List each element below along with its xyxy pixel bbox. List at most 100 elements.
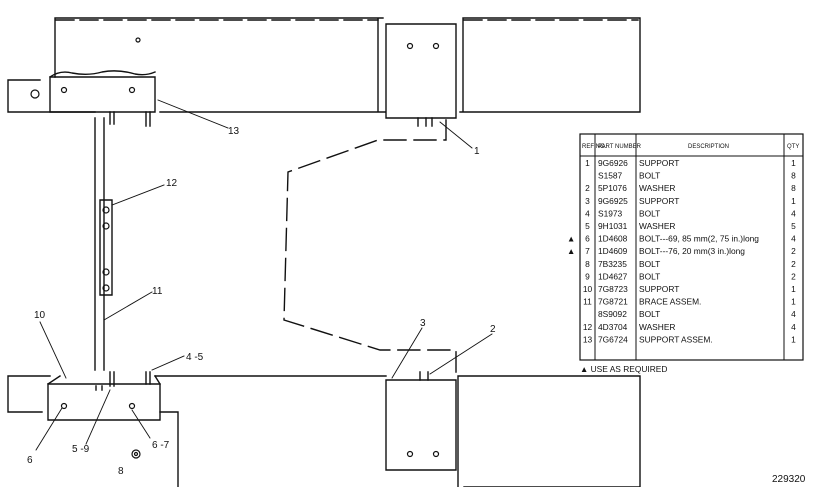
callout-4-5: 4 -5 bbox=[186, 352, 204, 363]
row-qty: 1 bbox=[791, 334, 796, 344]
row-qty: 1 bbox=[791, 158, 796, 168]
row-description: WASHER bbox=[639, 322, 675, 332]
hole bbox=[102, 206, 110, 214]
hole bbox=[128, 402, 136, 410]
leader-2 bbox=[429, 333, 493, 375]
table-footnote: ▲ USE AS REQUIRED bbox=[580, 364, 667, 374]
hole bbox=[102, 222, 110, 230]
row-qty: 2 bbox=[791, 259, 796, 269]
brace-plate-12 bbox=[99, 199, 113, 296]
row-ref: 12 bbox=[583, 322, 593, 332]
washer-8 bbox=[131, 449, 141, 459]
bottom-support-3 bbox=[385, 379, 457, 471]
row-qty: 2 bbox=[791, 271, 796, 281]
top-support-13-wavy bbox=[49, 70, 156, 78]
table-row: 10 7G8723 SUPPORT 1 bbox=[583, 284, 796, 294]
callout-12: 12 bbox=[166, 178, 178, 189]
bolt-group-bottom bbox=[95, 371, 429, 391]
callout-labels: 13 1 12 11 10 3 2 4 -5 6 5 -9 6 -7 8 229… bbox=[27, 126, 806, 485]
row-qty: 5 bbox=[791, 221, 796, 231]
row-part-number: 1D4609 bbox=[598, 246, 628, 256]
parts-table-grid bbox=[580, 134, 803, 360]
row-ref: 7 bbox=[585, 246, 590, 256]
callout-10: 10 bbox=[34, 310, 46, 321]
hole bbox=[128, 86, 136, 94]
row-part-number: 7G8723 bbox=[598, 284, 628, 294]
row-description: SUPPORT ASSEM. bbox=[639, 334, 713, 344]
row-part-number: S1973 bbox=[598, 208, 623, 218]
row-ref: 10 bbox=[583, 284, 593, 294]
row-description: SUPPORT bbox=[639, 158, 679, 168]
leader-45 bbox=[151, 355, 185, 371]
callout-5-9: 5 -9 bbox=[72, 444, 90, 455]
row-ref: 1 bbox=[585, 158, 590, 168]
table-row: 3 9G6925 SUPPORT 1 bbox=[585, 196, 796, 206]
leader-1 bbox=[439, 121, 473, 149]
row-qty: 2 bbox=[791, 246, 796, 256]
hole bbox=[30, 89, 40, 99]
leader-11 bbox=[103, 291, 153, 321]
row-part-number: 4D3704 bbox=[598, 322, 628, 332]
callout-11: 11 bbox=[152, 286, 163, 297]
row-description: BOLT---76, 20 mm(3 in.)long bbox=[639, 246, 745, 256]
callout-6-7: 6 -7 bbox=[152, 440, 170, 451]
row-ref: 5 bbox=[585, 221, 590, 231]
callout-3: 3 bbox=[420, 318, 426, 329]
leader-12 bbox=[111, 184, 165, 206]
row-description: BRACE ASSEM. bbox=[639, 297, 701, 307]
callout-2: 2 bbox=[490, 324, 496, 335]
row-ref: 8 bbox=[585, 259, 590, 269]
callout-8: 8 bbox=[118, 466, 124, 477]
hole bbox=[432, 450, 440, 458]
leader-10 bbox=[39, 321, 67, 379]
row-qty: 8 bbox=[791, 183, 796, 193]
row-description: WASHER bbox=[639, 221, 675, 231]
hole bbox=[102, 284, 110, 292]
callout-13: 13 bbox=[228, 126, 240, 137]
hole bbox=[406, 450, 414, 458]
bottom-frame-rail bbox=[7, 375, 641, 487]
row-ref: 9 bbox=[585, 271, 590, 281]
row-description: BOLT bbox=[639, 259, 660, 269]
top-frame-rail bbox=[7, 17, 641, 113]
hole bbox=[102, 268, 110, 276]
header-part: PART NUMBER bbox=[598, 144, 642, 150]
row-ref: 3 bbox=[585, 196, 590, 206]
row-qty: 1 bbox=[791, 196, 796, 206]
row-qty: 8 bbox=[791, 171, 796, 181]
bottom-support-10-top bbox=[47, 375, 161, 385]
figure-id: 229320 bbox=[772, 474, 806, 485]
row-description: WASHER bbox=[639, 183, 675, 193]
row-part-number: 9G6925 bbox=[598, 196, 628, 206]
row-qty: 1 bbox=[791, 284, 796, 294]
brace-assem-11 bbox=[94, 117, 105, 371]
row-description: SUPPORT bbox=[639, 196, 679, 206]
parts-table-frame bbox=[579, 133, 804, 361]
row-part-number: 1D4608 bbox=[598, 234, 628, 244]
row-part-number: 9H1031 bbox=[598, 221, 628, 231]
leader-13 bbox=[157, 99, 229, 129]
bolt-holes bbox=[30, 37, 440, 459]
hole bbox=[406, 42, 414, 50]
callout-6: 6 bbox=[27, 455, 33, 466]
header-desc: DESCRIPTION bbox=[688, 144, 729, 150]
row-qty: 1 bbox=[791, 297, 796, 307]
row-qty: 4 bbox=[791, 309, 796, 319]
hole bbox=[60, 402, 68, 410]
hole bbox=[432, 42, 440, 50]
row-part-number: 7G8721 bbox=[598, 297, 628, 307]
row-part-number: 1D4627 bbox=[598, 271, 628, 281]
header-qty: QTY bbox=[787, 144, 799, 150]
row-part-number: S1587 bbox=[598, 171, 623, 181]
row-description: SUPPORT bbox=[639, 284, 679, 294]
top-support-13 bbox=[49, 76, 156, 113]
